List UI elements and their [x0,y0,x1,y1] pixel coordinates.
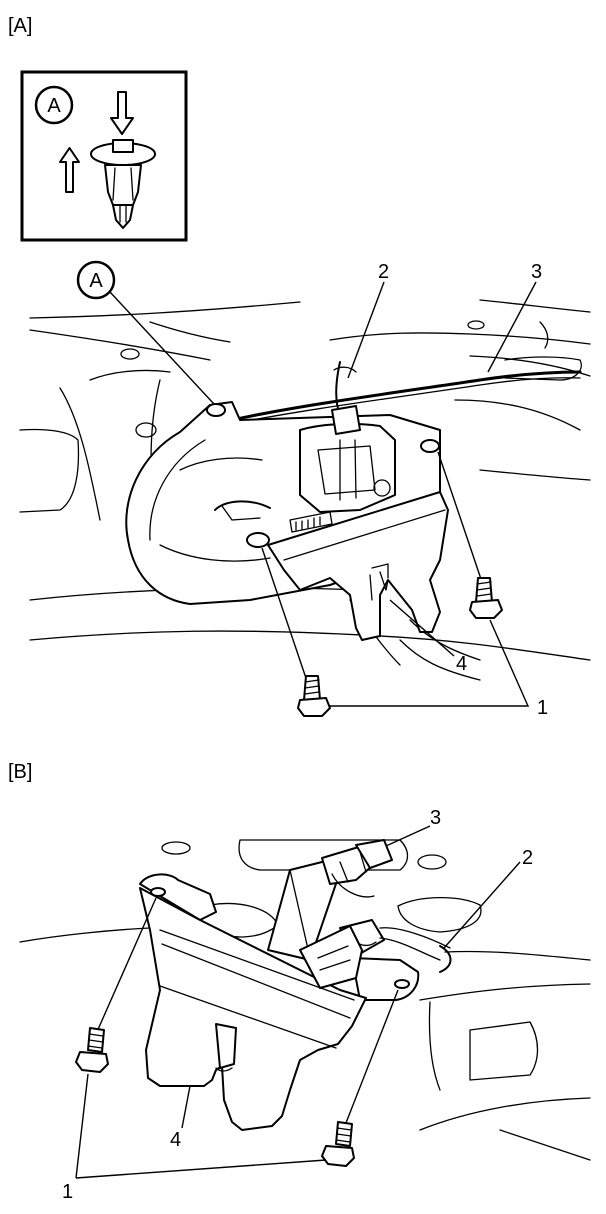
illustration-a: A 1 2 3 4 [19,260,591,719]
part-label-1: 1 [537,697,548,719]
trunk-lock-assembly-b [139,873,420,1131]
part-label-2: 2 [378,261,389,283]
part-label-4: 4 [170,1129,181,1151]
trunk-lock-assembly-a [125,361,449,641]
bolt-icon [261,547,331,717]
part-label-3: 3 [430,807,441,829]
push-down-arrow-icon [110,91,134,135]
section-a-label: [A] [8,15,32,37]
clip-detail-box: A [20,70,188,242]
lock-callout-a: A [76,260,215,405]
part-label-3: 3 [531,261,542,283]
bolt-icon [75,897,157,1073]
bolt-icon [321,989,399,1167]
svg-text:A: A [89,270,103,292]
detail-callout: A [34,85,74,125]
part-label-4: 4 [456,653,467,675]
release-cable-3 [230,370,582,425]
pull-up-arrow-icon [59,147,80,193]
bolt-icon [437,451,503,619]
section-b-label: [B] [8,761,32,783]
push-pin-clip-icon [90,139,156,229]
illustration-b: 1 2 3 4 [19,807,591,1203]
part-label-1: 1 [62,1181,73,1203]
cable-connector-3 [267,839,393,961]
part-label-2: 2 [522,847,533,869]
trunk-panel-lines-b [19,839,591,1161]
svg-text:A: A [47,95,61,117]
